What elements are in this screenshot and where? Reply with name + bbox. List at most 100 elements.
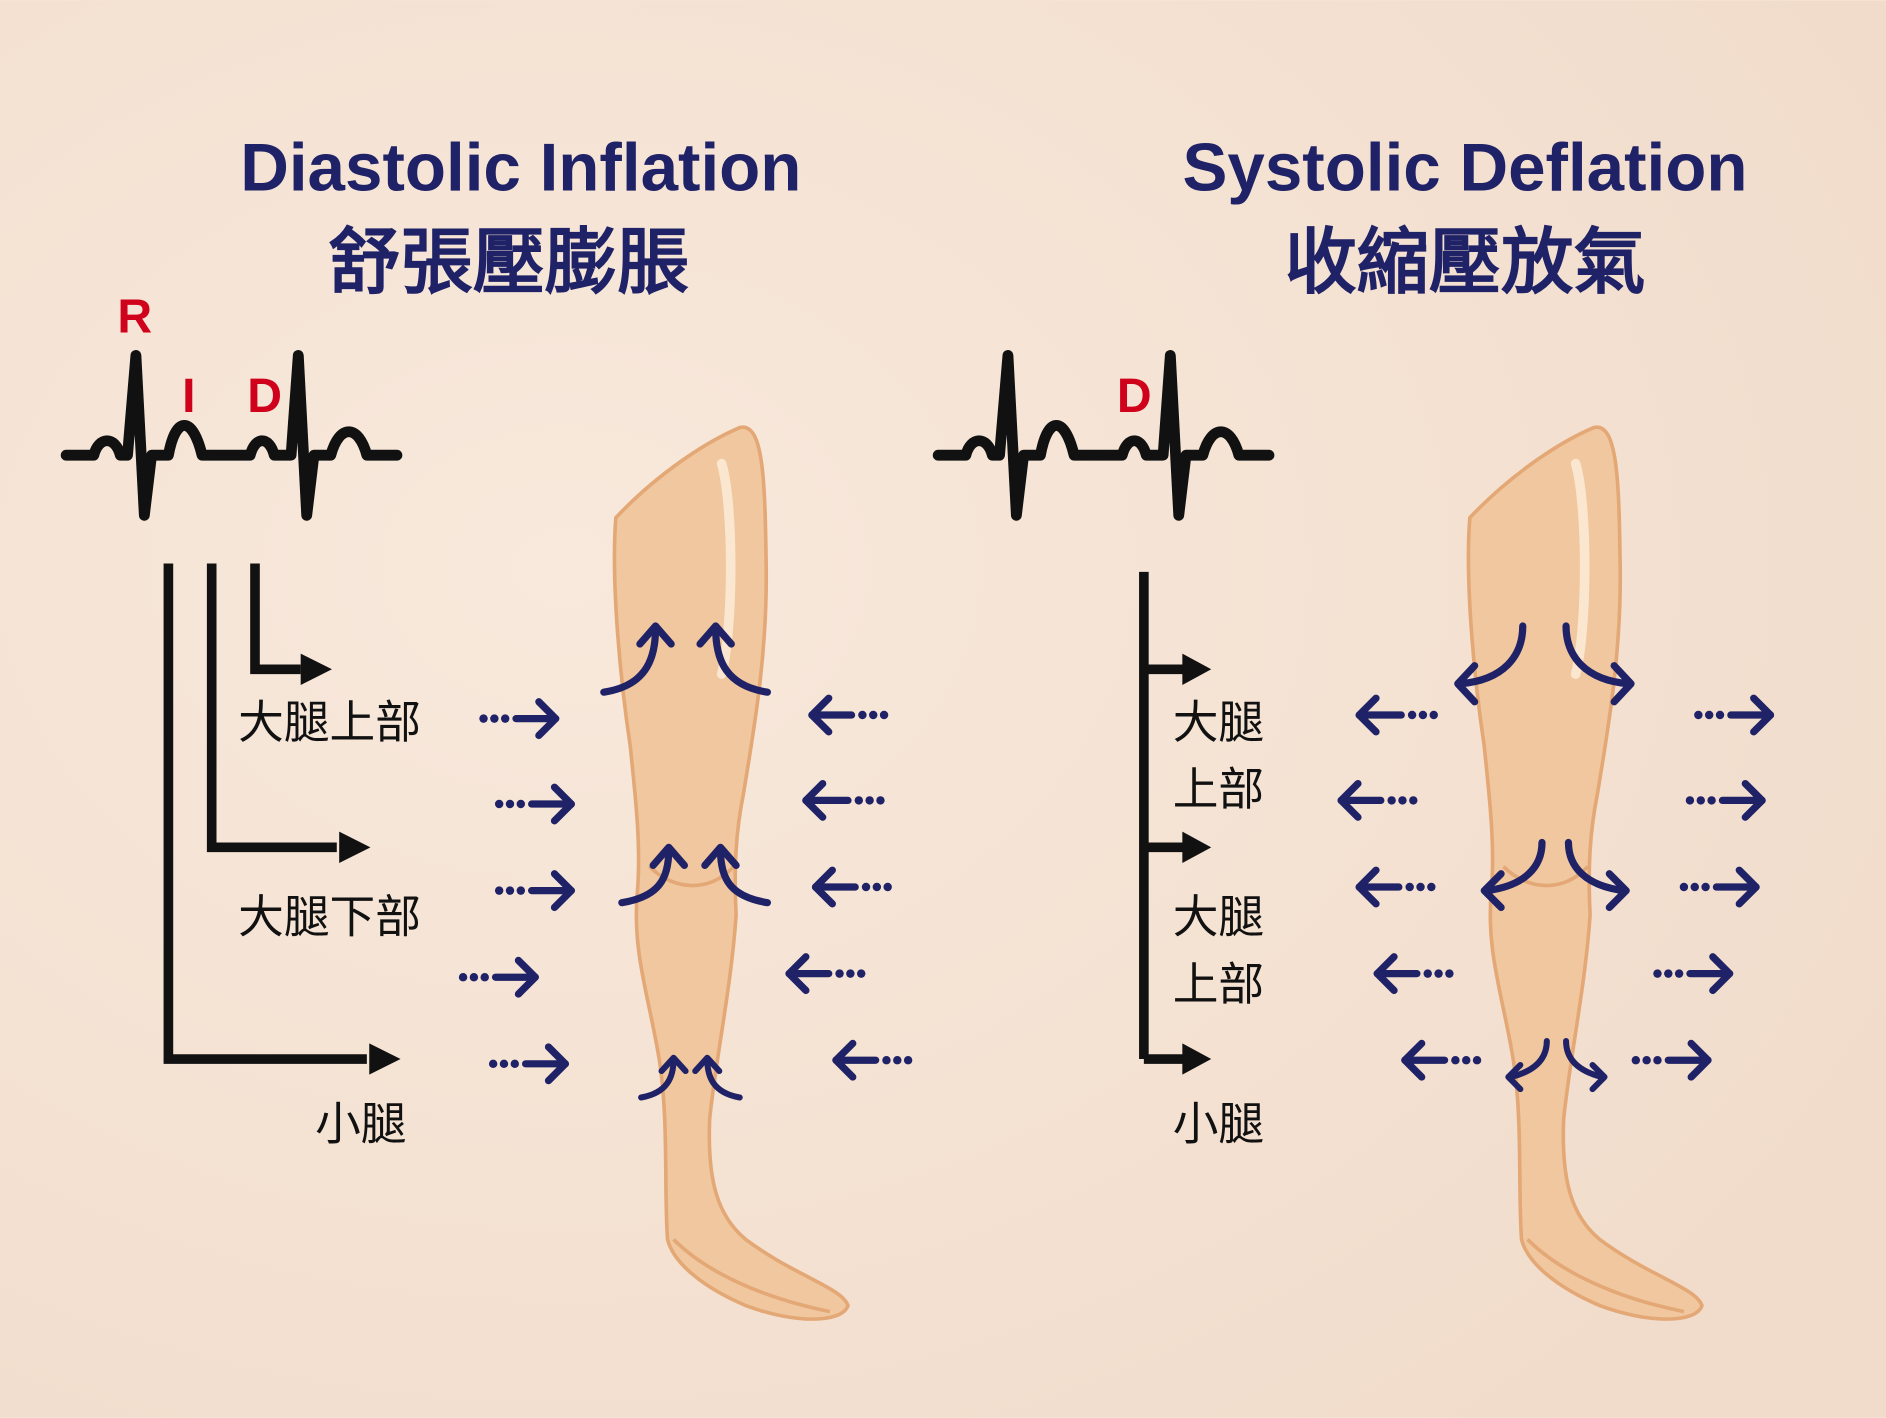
bracket-lower-thigh-arrowhead <box>339 831 371 863</box>
left-title-zh: 舒張壓膨脹 <box>328 221 689 305</box>
right-label-group2-line1: 大腿 <box>1173 891 1264 944</box>
curve-shaft <box>600 624 660 696</box>
outward-arrow-right <box>1631 1039 1712 1081</box>
arrow-dot <box>1642 1056 1651 1065</box>
outward-arrow-left <box>1373 953 1454 995</box>
timing-brackets <box>163 563 1212 1075</box>
arrow-head <box>1741 779 1766 821</box>
arrow-dot <box>856 969 866 978</box>
bracket-calf-arrowhead <box>369 1043 401 1075</box>
curve-head <box>658 1054 689 1075</box>
ecg-waveform-left <box>60 349 403 521</box>
arrow-dot <box>869 710 878 720</box>
curve-shaft <box>1563 1037 1606 1081</box>
arrow-dot <box>1462 1056 1471 1065</box>
arrow-head <box>1750 694 1775 736</box>
curve-shaft <box>712 624 771 696</box>
arrow-dot <box>1434 969 1443 978</box>
arrow-dot <box>1398 796 1407 805</box>
deflate-arrow-thigh-left <box>1454 622 1527 706</box>
inward-arrow-right <box>832 1039 913 1081</box>
bracket-upper-thigh-line <box>250 563 301 675</box>
outward-arrow-right <box>1653 953 1734 995</box>
bracket-upper-thigh-arrowhead <box>300 653 332 685</box>
inward-arrow-left <box>488 1043 569 1085</box>
deflate-arrow-calf-left <box>1505 1037 1550 1093</box>
right-label-group1-line2: 上部 <box>1173 763 1264 816</box>
upflow-arrow-knee-left <box>618 843 689 907</box>
foot-line <box>1526 1238 1685 1314</box>
arrow-head <box>544 1043 569 1085</box>
arrow-head <box>802 779 827 821</box>
arrow-head <box>808 694 833 736</box>
arrow-dot <box>1653 1056 1662 1065</box>
arrow-dot <box>883 882 892 892</box>
arrow-dot <box>1685 796 1695 805</box>
arrow-dot <box>480 973 489 982</box>
curve-head <box>701 843 740 869</box>
arrow-dot <box>500 714 510 723</box>
ecg-label-r: R <box>117 290 152 344</box>
arrow-dot <box>479 714 488 723</box>
right-title-en: Systolic Deflation <box>1182 131 1747 206</box>
curve-shaft <box>716 846 771 907</box>
outward-arrow-left <box>1355 866 1436 908</box>
outward-arrow-right <box>1694 694 1775 736</box>
arrow-dot <box>1429 710 1438 720</box>
arrow-dot <box>1715 710 1725 720</box>
upflow-arrow-thigh-right <box>696 622 771 696</box>
upflow-arrow-knee-right <box>701 843 771 907</box>
arrow-dot <box>1674 969 1684 978</box>
ecg-label-d-right: D <box>1117 369 1152 423</box>
curve-head <box>1605 870 1630 912</box>
curve-head <box>1589 1062 1608 1093</box>
arrow-dot <box>1451 1056 1460 1065</box>
arrow-dot <box>1701 882 1710 892</box>
arrow-dot <box>835 969 844 978</box>
arrow-dot <box>1407 710 1417 720</box>
bracket-calf-line <box>163 563 367 1064</box>
arrow-dot <box>1679 882 1689 892</box>
arrow-dot <box>879 710 889 720</box>
arrow-head <box>535 698 560 740</box>
arrow-dot <box>1472 1056 1482 1065</box>
arrow-head <box>1709 953 1734 995</box>
curve-head <box>636 622 675 648</box>
arrow-dot <box>1696 796 1705 805</box>
arrow-dot <box>1409 796 1418 805</box>
foot-line <box>672 1238 831 1314</box>
arrow-dot <box>1690 882 1699 892</box>
right-bracket-lower-arrowhead <box>1182 831 1212 863</box>
arrow-dot <box>1707 796 1716 805</box>
outward-arrow-right <box>1685 779 1766 821</box>
curve-shaft <box>704 1056 743 1101</box>
arrow-dot <box>499 1059 509 1069</box>
right-label-calf: 小腿 <box>1173 1098 1264 1151</box>
arrow-dot <box>876 796 885 805</box>
arrow-head <box>1355 694 1380 736</box>
arrow-dot <box>1427 882 1436 892</box>
deflate-arrow-calf-right <box>1563 1037 1608 1093</box>
arrow-dot <box>865 796 874 805</box>
curve-shaft <box>1507 1037 1550 1081</box>
curve-shaft <box>1562 622 1633 688</box>
curve-head <box>1505 1062 1524 1093</box>
arrow-dot <box>903 1056 913 1065</box>
arrow-dot <box>1416 882 1425 892</box>
upflow-arrow-calf-left <box>638 1054 689 1101</box>
inward-arrow-right <box>811 866 892 908</box>
inward-arrow-left <box>479 698 560 740</box>
arrow-dot <box>494 799 504 809</box>
arrow-dot <box>510 1059 520 1069</box>
right-bracket-upper-arrowhead <box>1182 653 1212 685</box>
upflow-arrow-thigh-left <box>600 622 675 696</box>
arrow-dot <box>505 799 515 809</box>
arrow-dot <box>1664 969 1673 978</box>
arrow-head <box>550 870 575 912</box>
deflate-arrow-knee-left <box>1480 838 1546 912</box>
arrow-head <box>1735 866 1760 908</box>
arrow-dot <box>1704 710 1714 720</box>
leg-illustration-left <box>612 425 850 1321</box>
arrow-dot <box>488 1059 498 1069</box>
